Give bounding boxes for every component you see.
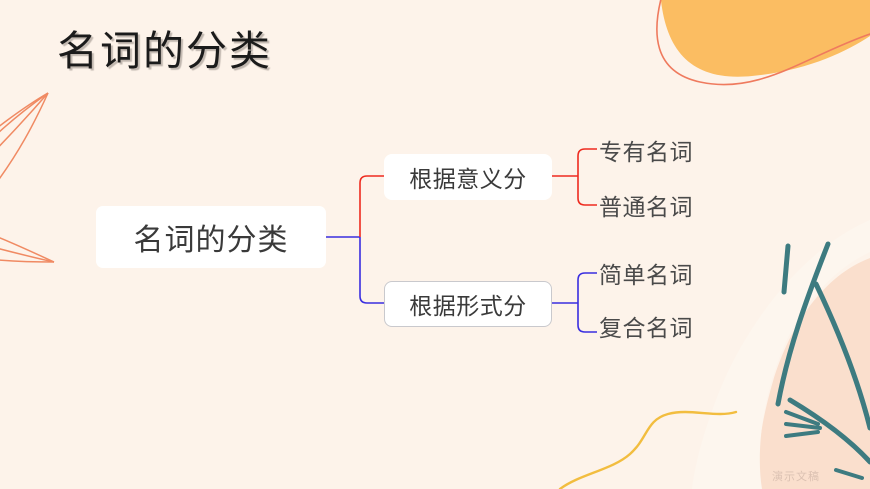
connector-branch2-to-leaf4: [577, 303, 597, 333]
mindmap-branch-node-2[interactable]: 根据形式分: [384, 281, 552, 327]
mindmap-leaf-label-3: 简单名词: [599, 262, 693, 288]
mindmap-root-node[interactable]: 名词的分类: [96, 206, 326, 268]
mindmap-leaf-node-2[interactable]: 普通名词: [599, 188, 749, 222]
mindmap-leaf-node-1[interactable]: 专有名词: [599, 133, 749, 167]
mindmap-root-label: 名词的分类: [133, 224, 289, 257]
connector-branch1-to-leaf2: [577, 176, 597, 206]
mindmap-leaf-node-3[interactable]: 简单名词: [599, 256, 749, 290]
mindmap-leaf-label-2: 普通名词: [599, 194, 693, 220]
watermark-text: 演示文稿: [772, 471, 820, 483]
connector-root-to-branch1: [359, 175, 384, 237]
page-title: 名词的分类: [57, 28, 272, 74]
connector-root-to-branch2: [359, 237, 384, 304]
mindmap-branch-node-1[interactable]: 根据意义分: [384, 154, 552, 200]
mindmap-branch-label-1: 根据意义分: [409, 166, 527, 192]
mindmap-branch-label-2: 根据形式分: [409, 293, 527, 319]
mindmap-leaf-label-4: 复合名词: [599, 315, 693, 341]
connector-branch1-to-leaf1: [577, 148, 597, 176]
connector-branch2-to-leaf3: [577, 272, 597, 303]
mindmap-leaf-label-1: 专有名词: [599, 139, 693, 165]
mindmap-leaf-node-4[interactable]: 复合名词: [599, 309, 749, 343]
